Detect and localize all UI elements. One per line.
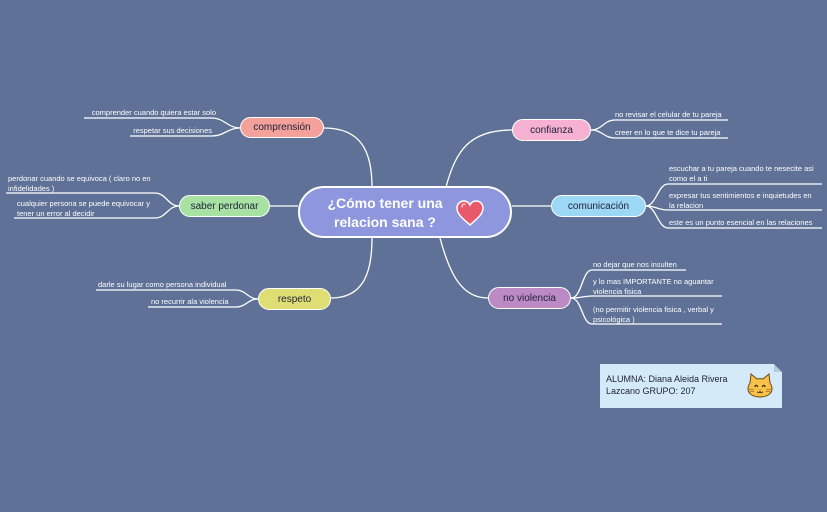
link-no-violencia: [439, 237, 489, 299]
link-noviolencia-leaf-3: [570, 297, 722, 325]
branch-saber-perdonar[interactable]: saber perdonar: [179, 195, 270, 217]
branch-confianza[interactable]: confianza: [512, 119, 591, 141]
leaf-saber-perdonar-1[interactable]: perdonar cuando se equivoca ( claro no e…: [8, 174, 151, 193]
leaf-respeto-2[interactable]: no recurrir ala violencia: [151, 297, 229, 306]
cat-face-icon: [747, 373, 773, 398]
leaf-comprension-1[interactable]: comprender cuando quiera estar solo: [91, 108, 216, 117]
link-confianza-leaf-2: [590, 129, 728, 139]
leaf-no-violencia-1[interactable]: no dejar que nos insulten: [593, 260, 677, 269]
link-saber-leaf-1: [6, 192, 180, 207]
leaf-confianza-2[interactable]: creer en lo que te dice tu pareja: [615, 128, 721, 137]
leaf-confianza-1[interactable]: no revisar el celular de tu pareja: [615, 110, 722, 119]
link-confianza: [445, 129, 513, 188]
link-respeto-leaf-2: [148, 298, 259, 308]
branch-respeto[interactable]: respeto: [258, 288, 331, 310]
leaf-respeto-1[interactable]: darle su lugar como persona individual: [98, 280, 227, 289]
link-noviolencia-leaf-2: [570, 295, 722, 299]
leaf-comprension-2[interactable]: respetar sus decisiones: [133, 126, 212, 135]
link-respeto: [330, 237, 373, 299]
leaf-comunicacion-2[interactable]: expresar tus sentimientos e inquietudes …: [669, 191, 812, 210]
note-fold-corner: [774, 364, 782, 372]
central-topic[interactable]: ¿Cómo tener una relacion sana ?: [298, 186, 512, 238]
leaf-no-violencia-2[interactable]: y lo mas IMPORTANTE no aguantar violenci…: [593, 277, 714, 296]
leaf-comunicacion-3[interactable]: este es un punto esencial en las relacio…: [669, 218, 813, 227]
link-comunicacion-leaf-3: [645, 205, 822, 229]
link-comprension: [323, 127, 373, 188]
branch-comunicacion[interactable]: comunicación: [551, 195, 646, 217]
branch-no-violencia[interactable]: no violencia: [488, 287, 571, 309]
link-saber-leaf-2: [14, 205, 180, 219]
note-text: ALUMNA: Diana Aleida Rivera Lazcano GRUP…: [606, 374, 728, 396]
link-comunicacion-leaf-1: [645, 183, 822, 207]
heart-icon: [456, 200, 484, 226]
central-topic-title: ¿Cómo tener una relacion sana ?: [327, 195, 443, 230]
leaf-no-violencia-3[interactable]: (no permitir violencia fisica , verbal y…: [593, 305, 714, 324]
link-noviolencia-leaf-1: [570, 269, 686, 299]
branch-comprension[interactable]: comprensión: [240, 117, 324, 138]
link-comprension-leaf-1: [84, 117, 241, 129]
leaf-saber-perdonar-2[interactable]: cualquier persona se puede equivocar y t…: [17, 199, 151, 218]
leaf-comunicacion-1[interactable]: escuchar a tu pareja cuando te nesecite …: [669, 164, 814, 183]
student-note[interactable]: ALUMNA: Diana Aleida Rivera Lazcano GRUP…: [600, 364, 782, 408]
link-confianza-leaf-1: [590, 119, 728, 131]
link-comprension-leaf-2: [130, 127, 241, 137]
